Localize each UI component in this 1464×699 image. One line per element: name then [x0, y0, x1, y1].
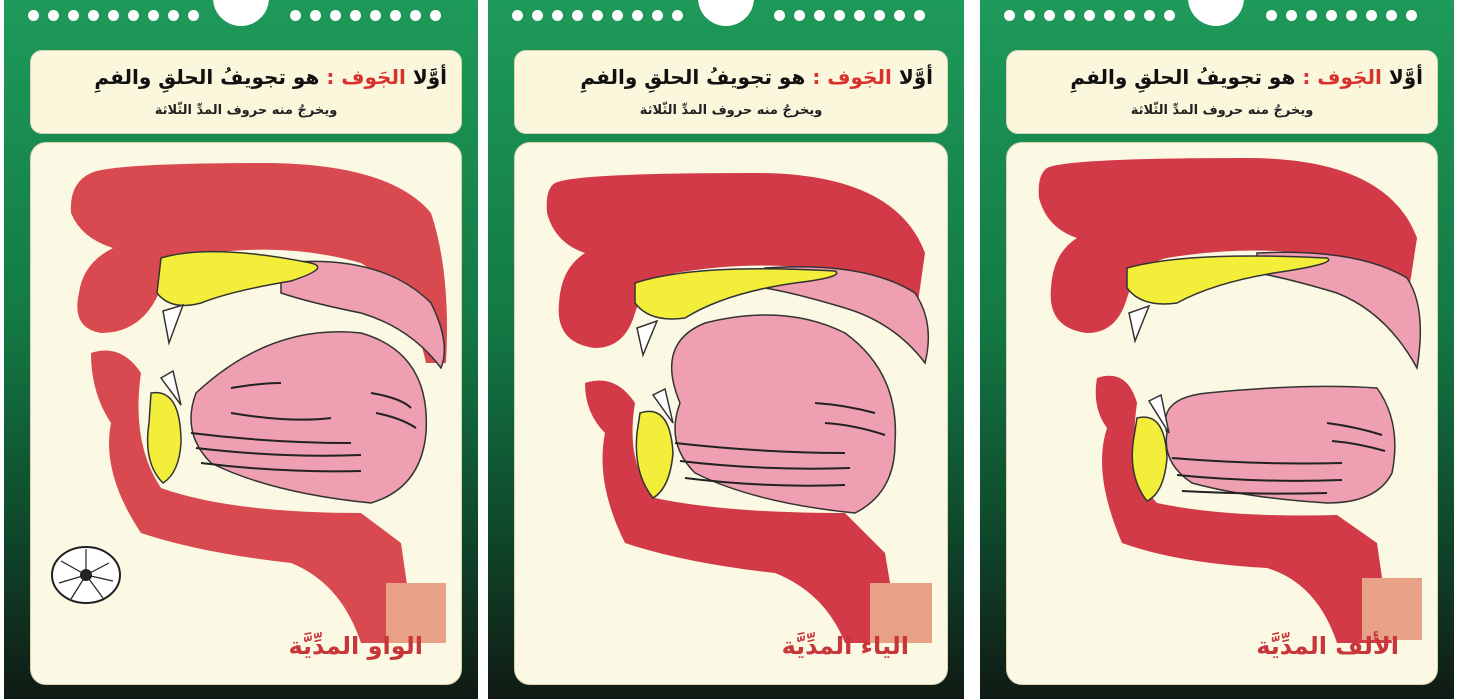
- header-box: أوَّلا الجَوف : هو تجويفُ الحلقِ والفمِ …: [1006, 50, 1438, 134]
- upper-tooth: [163, 305, 183, 343]
- upper-tooth: [637, 321, 657, 355]
- spiral-hole: [874, 10, 885, 21]
- header-definition: هو تجويفُ الحلقِ والفمِ: [1070, 65, 1295, 89]
- spiral-hole: [672, 10, 683, 21]
- upper-palate: [1039, 158, 1417, 333]
- spiral-hole: [834, 10, 845, 21]
- header-definition: هو تجويفُ الحلقِ والفمِ: [580, 65, 805, 89]
- spiral-hole: [572, 10, 583, 21]
- header-term: الجَوف: [827, 65, 892, 89]
- spiral-hole: [532, 10, 543, 21]
- larynx: [1362, 578, 1422, 640]
- spiral-hole: [28, 10, 39, 21]
- spiral-hole: [612, 10, 623, 21]
- spiral-hole: [310, 10, 321, 21]
- spiral-hole: [1346, 10, 1357, 21]
- spiral-hole: [168, 10, 179, 21]
- spiral-hole: [1104, 10, 1115, 21]
- header-lead: أوَّلا: [413, 65, 447, 89]
- header-term: الجَوف: [341, 65, 406, 89]
- header-subline: ويخرجُ منه حروف المدِّ الثّلاثة: [31, 103, 461, 118]
- spiral-hole: [188, 10, 199, 21]
- header-term: الجَوف: [1317, 65, 1382, 89]
- spiral-hole: [592, 10, 603, 21]
- lower-gum: [148, 393, 181, 483]
- diagram-panel: الواو المدِّيَّة: [30, 142, 462, 685]
- card-yaa: أوَّلا الجَوف : هو تجويفُ الحلقِ والفمِ …: [488, 0, 964, 699]
- header-separator: :: [812, 65, 820, 89]
- spiral-hole: [1064, 10, 1075, 21]
- spiral-hole: [652, 10, 663, 21]
- card-caption: الواو المدِّيَّة: [288, 632, 423, 660]
- spiral-hole: [1406, 10, 1417, 21]
- spiral-hole: [350, 10, 361, 21]
- card-alif: أوَّلا الجَوف : هو تجويفُ الحلقِ والفمِ …: [980, 0, 1454, 699]
- spiral-hole: [1004, 10, 1015, 21]
- spiral-hole: [1266, 10, 1277, 21]
- spiral-hole: [1306, 10, 1317, 21]
- card-caption: الياء المدِّيَّة: [782, 632, 909, 660]
- spiral-hole: [1024, 10, 1035, 21]
- header-line-1: أوَّلا الجَوف : هو تجويفُ الحلقِ والفمِ: [45, 65, 447, 89]
- card-caption: الألف المدِّيَّة: [1256, 632, 1399, 660]
- header-separator: :: [326, 65, 334, 89]
- spiral-hole: [1286, 10, 1297, 21]
- header-box: أوَّلا الجَوف : هو تجويفُ الحلقِ والفمِ …: [514, 50, 948, 134]
- mouth-diagram: [31, 143, 462, 685]
- mouth-diagram: [1007, 143, 1438, 685]
- spiral-hole: [1124, 10, 1135, 21]
- spiral-hole: [148, 10, 159, 21]
- spiral-hole: [128, 10, 139, 21]
- spiral-hole: [48, 10, 59, 21]
- header-lead: أوَّلا: [899, 65, 933, 89]
- diagram-panel: الألف المدِّيَّة: [1006, 142, 1438, 685]
- header-box: أوَّلا الجَوف : هو تجويفُ الحلقِ والفمِ …: [30, 50, 462, 134]
- spiral-hole: [1366, 10, 1377, 21]
- spiral-hole: [774, 10, 785, 21]
- spiral-hole: [1164, 10, 1175, 21]
- spiral-hole: [390, 10, 401, 21]
- header-lead: أوَّلا: [1389, 65, 1423, 89]
- spiral-hole: [552, 10, 563, 21]
- lips-round-icon: [52, 547, 120, 603]
- header-line-1: أوَّلا الجَوف : هو تجويفُ الحلقِ والفمِ: [529, 65, 933, 89]
- spiral-hole: [1084, 10, 1095, 21]
- spiral-hole: [430, 10, 441, 21]
- header-definition: هو تجويفُ الحلقِ والفمِ: [94, 65, 319, 89]
- header-subline: ويخرجُ منه حروف المدِّ الثّلاثة: [1007, 103, 1437, 118]
- spiral-hole: [1144, 10, 1155, 21]
- header-line-1: أوَّلا الجَوف : هو تجويفُ الحلقِ والفمِ: [1021, 65, 1423, 89]
- spiral-hole: [88, 10, 99, 21]
- tongue: [672, 315, 896, 513]
- spiral-hole: [814, 10, 825, 21]
- header-subline: ويخرجُ منه حروف المدِّ الثّلاثة: [515, 103, 947, 118]
- mouth-diagram: [515, 143, 948, 685]
- spiral-hole: [370, 10, 381, 21]
- spiral-hole: [632, 10, 643, 21]
- spiral-hole: [1326, 10, 1337, 21]
- spiral-hole: [794, 10, 805, 21]
- spiral-hole: [410, 10, 421, 21]
- spiral-hole: [512, 10, 523, 21]
- spiral-hole: [330, 10, 341, 21]
- spiral-hole: [1386, 10, 1397, 21]
- spiral-hole: [914, 10, 925, 21]
- spiral-hole: [108, 10, 119, 21]
- upper-tooth: [1129, 306, 1149, 341]
- header-separator: :: [1302, 65, 1310, 89]
- spiral-hole: [290, 10, 301, 21]
- spiral-hole: [854, 10, 865, 21]
- spiral-hole: [894, 10, 905, 21]
- spiral-hole: [1044, 10, 1055, 21]
- diagram-panel: الياء المدِّيَّة: [514, 142, 948, 685]
- card-waw: أوَّلا الجَوف : هو تجويفُ الحلقِ والفمِ …: [4, 0, 478, 699]
- spiral-hole: [68, 10, 79, 21]
